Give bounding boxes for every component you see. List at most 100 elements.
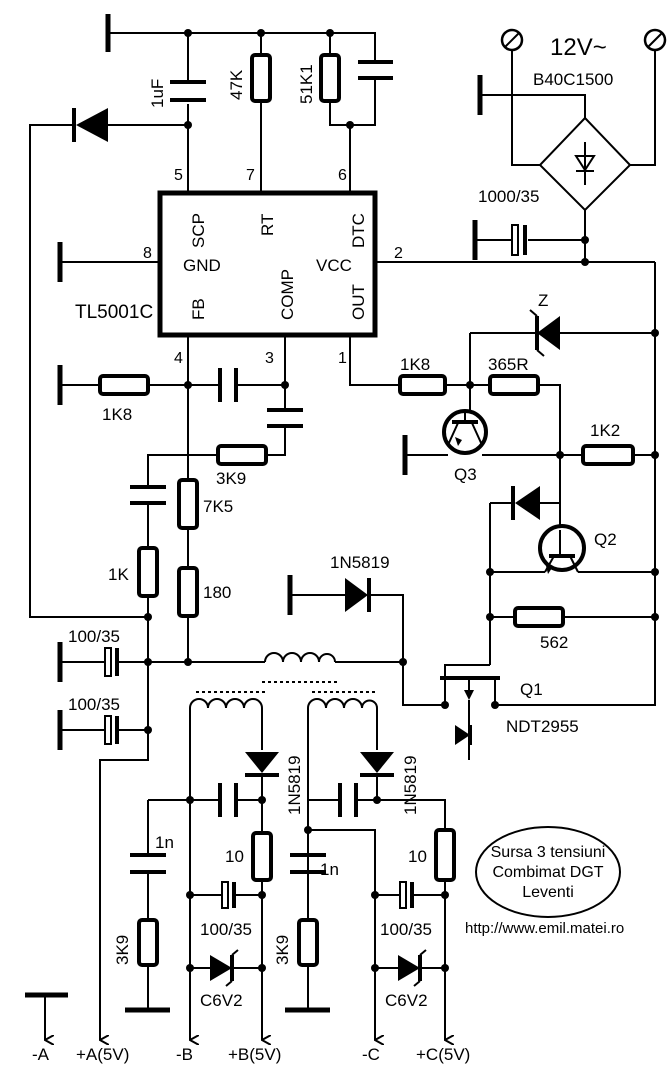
pin-fb-label: FB — [189, 298, 208, 320]
diode-feedback — [72, 108, 108, 142]
output-a-plus-label: +A(5V) — [76, 1045, 129, 1064]
output-b-plus-label: +B(5V) — [228, 1045, 281, 1064]
capacitor-c-snubber — [338, 783, 358, 817]
output-c-plus-label: +C(5V) — [416, 1045, 470, 1064]
resistor-180-label: 180 — [203, 583, 231, 602]
capacitor-comp — [267, 408, 303, 428]
transistor-q3-label: Q3 — [454, 465, 477, 484]
capacitor-1000-35-label: 1000/35 — [478, 187, 539, 206]
ic-part-label: TL5001C — [75, 302, 153, 323]
capacitor-1uf — [170, 80, 206, 102]
capacitor-1k-series — [130, 485, 166, 505]
pin-1-number: 1 — [338, 350, 347, 367]
resistor-7k5-label: 7K5 — [203, 497, 233, 516]
resistor-1k2 — [581, 444, 635, 466]
pin-7-number: 7 — [246, 167, 255, 184]
pin-6-number: 6 — [338, 167, 347, 184]
resistor-1k8-out-label: 1K8 — [400, 355, 430, 374]
transformer — [189, 652, 378, 709]
title-box — [475, 826, 621, 918]
zener-c6v2-b-label: C6V2 — [200, 991, 243, 1010]
resistor-562-label: 562 — [540, 633, 568, 652]
diode-c — [360, 752, 394, 777]
capacitor-100-35-a — [104, 647, 119, 677]
zener-c6v2-b — [210, 949, 239, 987]
capacitor-100-35-c-out-label: 100/35 — [380, 920, 432, 939]
zener-z — [529, 309, 560, 357]
wires — [29, 32, 656, 1036]
capacitor-1000-35 — [511, 224, 527, 256]
tl5001c-ic: SCP RT DTC GND VCC FB COMP OUT — [157, 190, 378, 338]
resistor-1k8-fb — [98, 374, 150, 396]
capacitor-100-35-c-out — [399, 881, 414, 909]
output-arrows — [44, 1030, 445, 1040]
pin-8-number: 8 — [143, 245, 152, 262]
pin-rt-label: RT — [258, 214, 277, 236]
pin-scp-label: SCP — [189, 213, 208, 248]
resistor-1k8-out — [398, 374, 447, 396]
terminal-left — [500, 28, 524, 52]
diode-1n5819-label: 1N5819 — [330, 553, 390, 572]
resistor-10-b — [251, 831, 273, 882]
capacitor-100-35-b-out-label: 100/35 — [200, 920, 252, 939]
title-line-2: Combimat DGT — [492, 864, 603, 881]
pin-vcc-label: VCC — [316, 256, 352, 275]
diode-q2-base — [511, 486, 540, 520]
resistor-7k5 — [177, 478, 199, 530]
bridge-label: B40C1500 — [533, 70, 613, 89]
capacitor-100-35-a-label: 100/35 — [68, 627, 120, 646]
pin-5-number: 5 — [174, 167, 183, 184]
junction-dots — [144, 29, 659, 972]
zener-c6v2-c-label: C6V2 — [385, 991, 428, 1010]
capacitor-1uf-label: 1uF — [148, 79, 167, 108]
output-b-minus-label: -B — [176, 1045, 193, 1064]
resistor-3k9-b — [137, 918, 159, 967]
resistor-3k9-c-label: 3K9 — [273, 935, 292, 965]
resistor-1k8-fb-label: 1K8 — [102, 405, 132, 424]
resistor-51k1 — [319, 53, 341, 103]
diode-b — [245, 752, 279, 777]
pin-3-number: 3 — [265, 350, 274, 367]
capacitor-100-35-b — [104, 715, 119, 745]
resistor-562 — [513, 606, 565, 628]
output-c-minus-label: -C — [362, 1045, 380, 1064]
transistor-q2-label: Q2 — [594, 530, 617, 549]
capacitor-100-35-b-out — [221, 881, 236, 909]
resistor-180 — [177, 566, 199, 618]
pin-out-label: OUT — [349, 284, 368, 320]
output-a-minus-label: -A — [32, 1045, 50, 1064]
capacitor-100-35-b-label: 100/35 — [68, 695, 120, 714]
mosfet-q1 — [440, 676, 500, 760]
capacitor-1n-b — [130, 853, 166, 874]
diode-1n5819 — [345, 578, 371, 612]
capacitor-1n-b-label: 1n — [155, 833, 174, 852]
pin-4-number: 4 — [174, 350, 183, 367]
resistor-3k9-comp — [216, 444, 268, 466]
supply-input-label: 12V~ — [550, 34, 607, 61]
resistor-10-b-label: 10 — [225, 847, 244, 866]
resistor-1k2-label: 1K2 — [590, 421, 620, 440]
resistor-1k-label: 1K — [108, 565, 129, 584]
mosfet-q1-label: Q1 — [520, 680, 543, 699]
resistor-365r-label: 365R — [488, 355, 529, 374]
ground-symbols — [25, 14, 483, 1013]
diode-b-label: 1N5819 — [285, 755, 304, 815]
resistor-1k — [137, 546, 159, 598]
pin-dtc-label: DTC — [349, 213, 368, 248]
resistor-47k-label: 47K — [227, 69, 246, 100]
bridge-rectifier — [538, 116, 632, 212]
resistor-3k9-c — [297, 918, 319, 967]
diode-c-label: 1N5819 — [401, 755, 420, 815]
capacitor-1n-c — [290, 853, 326, 874]
zener-z-label: Z — [538, 291, 548, 310]
resistor-47k — [250, 53, 272, 103]
transistor-q3 — [442, 409, 488, 455]
pin-comp-label: COMP — [278, 269, 297, 320]
capacitor-dtc — [358, 60, 393, 80]
capacitor-1n-c-label: 1n — [320, 860, 339, 879]
resistor-51k1-label: 51K1 — [297, 64, 316, 104]
zener-c6v2-c — [398, 949, 427, 987]
terminal-right — [643, 28, 667, 52]
resistor-3k9-b-label: 3K9 — [113, 935, 132, 965]
